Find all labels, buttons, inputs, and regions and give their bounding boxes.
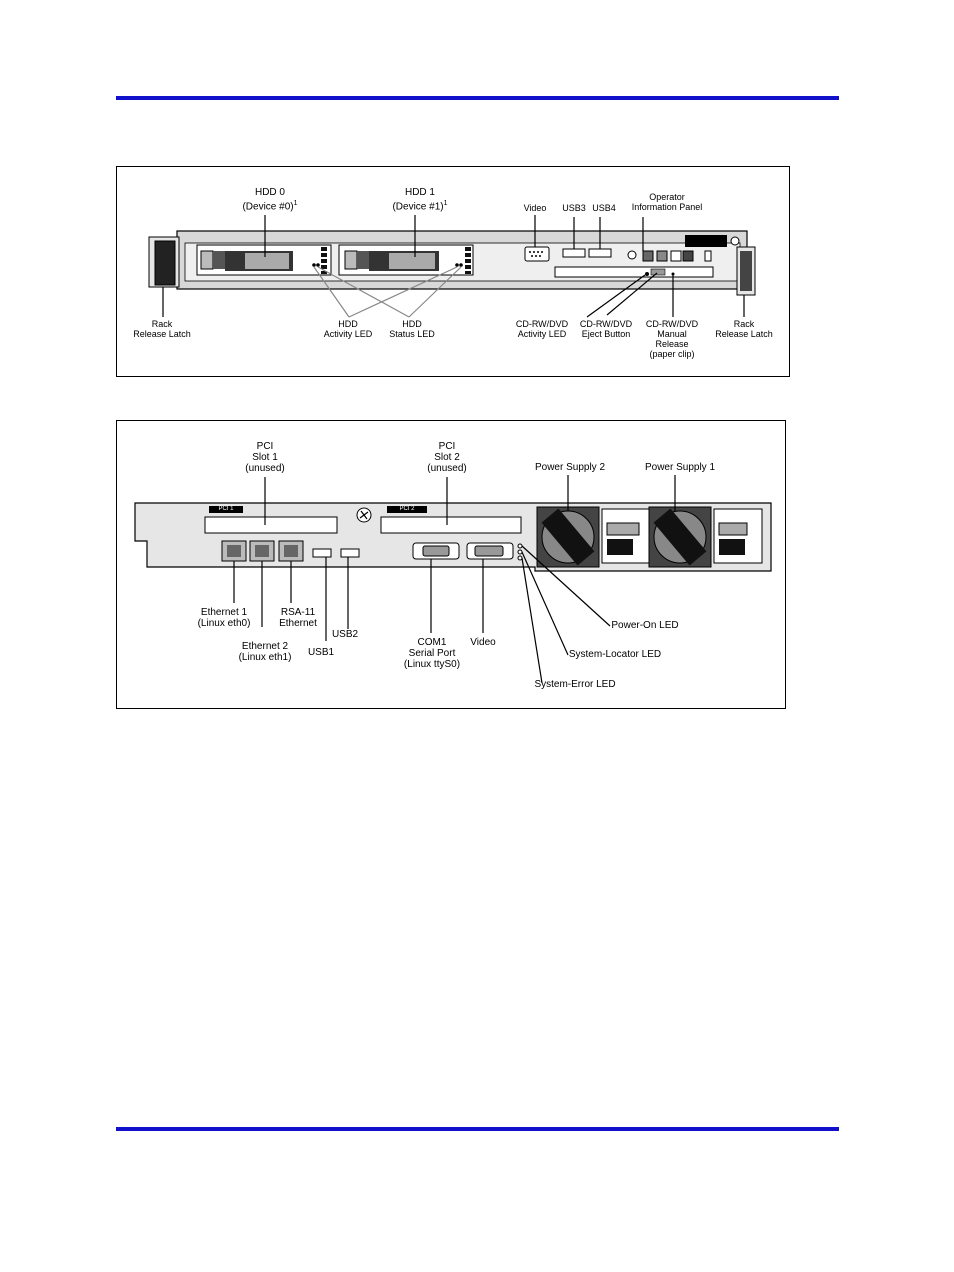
- rsa-ethernet-label: RSA-11 Ethernet: [279, 607, 317, 629]
- system-error-led-label: System-Error LED: [534, 679, 616, 690]
- pci1-tag: PCI 1: [218, 506, 234, 512]
- ethernet2-label: Ethernet 2 (Linux eth1): [238, 641, 292, 663]
- cd-eject-button-label: CD-RW/DVD Eject Button: [579, 319, 633, 339]
- hdd1-name: HDD 1: [404, 187, 435, 198]
- rack-latch-right-label: Rack Release Latch: [715, 319, 773, 339]
- hdd-status-led-label: HDD Status LED: [389, 319, 435, 339]
- rear-view-panel: PCI 1 PCI 2 PCI Slot 1 (unused) PCI Slot…: [116, 420, 786, 709]
- hdd0-label: HDD 0 (Device #0)1: [235, 187, 305, 212]
- hdd0-name: HDD 0: [254, 187, 285, 198]
- rack-latch-left-label: Rack Release Latch: [133, 319, 191, 339]
- com1-label: COM1 Serial Port (Linux ttyS0): [403, 637, 461, 670]
- hdd1-footnote: 1: [443, 200, 448, 207]
- power-supply-2-label: Power Supply 2: [534, 462, 606, 473]
- pci-slot2-label: PCI Slot 2 (unused): [427, 441, 467, 474]
- rear-view-diagram: [134, 475, 772, 684]
- usb3-label: USB3: [562, 203, 586, 213]
- operator-panel-label: Operator Information Panel: [631, 192, 703, 212]
- usb4-label: USB4: [592, 203, 616, 213]
- power-supply-1-label: Power Supply 1: [644, 462, 716, 473]
- hdd0-footnote: 1: [293, 200, 298, 207]
- usb2-label: USB2: [331, 629, 359, 640]
- header-rule: [116, 96, 839, 100]
- front-view-diagram: [148, 215, 756, 318]
- rear-video-label: Video: [470, 637, 496, 648]
- ethernet1-label: Ethernet 1 (Linux eth0): [197, 607, 251, 629]
- front-video-label: Video: [523, 203, 547, 213]
- hdd-activity-led-label: HDD Activity LED: [323, 319, 373, 339]
- system-locator-led-label: System-Locator LED: [568, 649, 662, 660]
- power-on-led-label: Power-On LED: [611, 620, 679, 631]
- hdd1-label: HDD 1 (Device #1)1: [385, 187, 455, 212]
- pci-slot1-label: PCI Slot 1 (unused): [245, 441, 285, 474]
- cd-activity-led-label: CD-RW/DVD Activity LED: [515, 319, 569, 339]
- footer-rule: [116, 1127, 839, 1131]
- front-view-panel: HDD 0(Device #0)1 HDD 1(Device #1)1 Vide…: [116, 166, 790, 377]
- pci2-tag: PCI 2: [399, 506, 415, 512]
- hdd0-device: (Device #0): [242, 201, 294, 213]
- cd-manual-release-label: CD-RW/DVD Manual Release (paper clip): [645, 319, 699, 359]
- hdd1-device: (Device #1): [392, 201, 444, 213]
- usb1-label: USB1: [307, 647, 335, 658]
